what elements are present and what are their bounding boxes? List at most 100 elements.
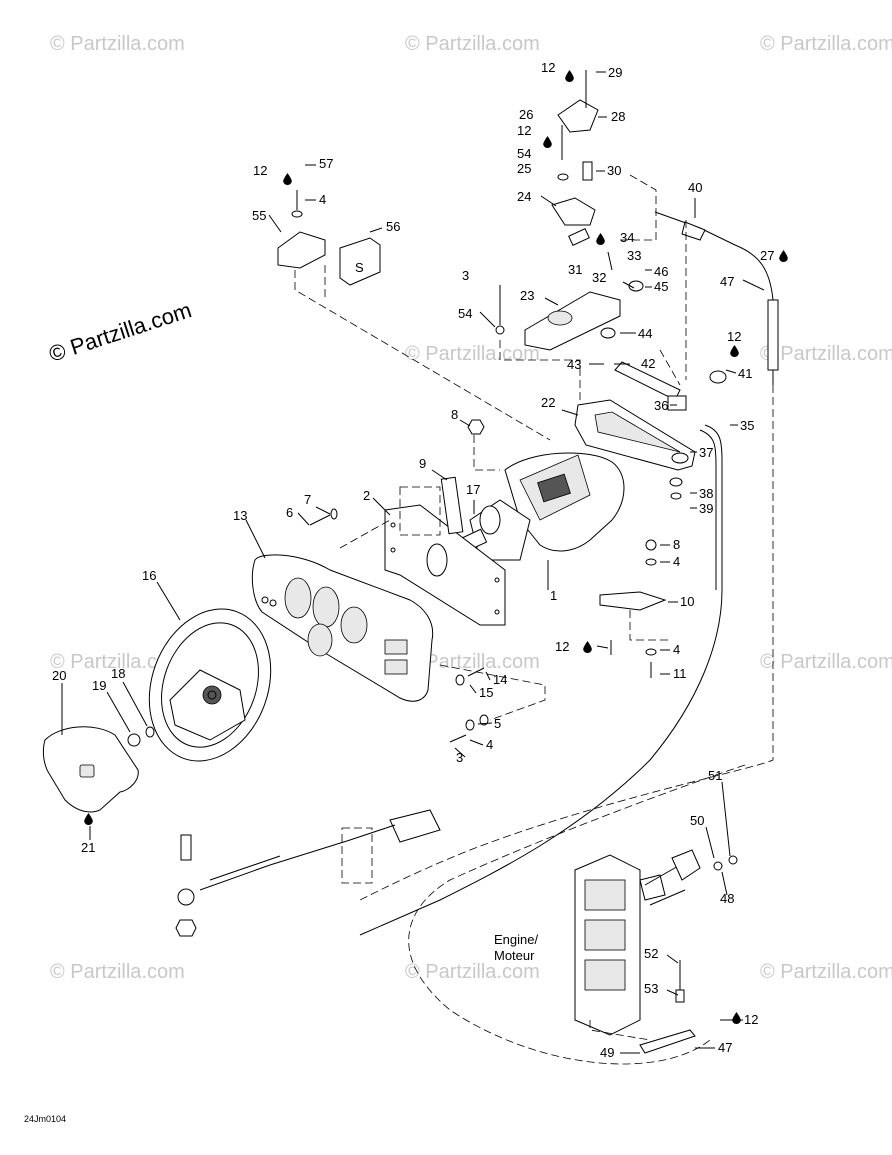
part-callout-52: 52 (644, 946, 658, 961)
part-callout-8: 8 (451, 407, 458, 422)
part-callout-14: 14 (493, 672, 507, 687)
part-callout-4: 4 (673, 554, 680, 569)
part-callout-4: 4 (486, 737, 493, 752)
part-callout-40: 40 (688, 180, 702, 195)
part-callout-17: 17 (466, 482, 480, 497)
part-callout-51: 51 (708, 768, 722, 783)
part-callout-41: 41 (738, 366, 752, 381)
part-callout-53: 53 (644, 981, 658, 996)
oil-drop-icon (730, 345, 739, 357)
oil-drop-icon (732, 1012, 741, 1024)
part-callout-47: 47 (718, 1040, 732, 1055)
engine-label: Engine/ (494, 932, 538, 947)
steering-cable (699, 429, 717, 590)
part-callout-44: 44 (638, 326, 652, 341)
part-callout-54: 54 (458, 306, 472, 321)
watermark: © Partzilla.com (50, 33, 185, 55)
part-callout-25: 25 (517, 161, 531, 176)
watermark: © Partzilla.com (760, 33, 892, 55)
part-callout-12: 12 (744, 1012, 758, 1027)
part-callout-12: 12 (253, 163, 267, 178)
part-callout-11: 11 (673, 666, 687, 681)
assembly-line (499, 340, 581, 400)
switch-bracket: S (277, 190, 381, 286)
part-callout-15: 15 (479, 685, 493, 700)
part-callout-12: 12 (541, 60, 555, 75)
part-callout-1: 1 (550, 588, 557, 603)
part-callout-39: 39 (699, 501, 713, 516)
nut (127, 733, 141, 747)
part-callout-37: 37 (699, 445, 713, 460)
part-callout-23: 23 (520, 288, 534, 303)
part-callout-50: 50 (690, 813, 704, 828)
part-callout-9: 9 (419, 456, 426, 471)
part-callout-19: 19 (92, 678, 106, 693)
part-callout-2: 2 (363, 488, 370, 503)
part-callout-57: 57 (319, 156, 333, 171)
assembly-line (659, 349, 681, 386)
steering-column (452, 452, 625, 561)
brand-watermark: © Partzilla.com (46, 297, 195, 367)
watermark: © Partzilla.com (405, 33, 540, 55)
part-callout-20: 20 (52, 668, 66, 683)
part-callout-33: 33 (627, 248, 641, 263)
cable-nut (709, 370, 727, 384)
part-callout-36: 36 (654, 398, 668, 413)
part-callout-47: 47 (720, 274, 734, 289)
part-callout-54: 54 (517, 146, 531, 161)
part-callout-48: 48 (720, 891, 734, 906)
cable-routing-line (359, 385, 774, 901)
part-callout-26: 26 (519, 107, 533, 122)
part-callout-8: 8 (673, 537, 680, 552)
mounting-plate (384, 486, 506, 626)
assembly-line (620, 174, 657, 241)
part-callout-35: 35 (740, 418, 754, 433)
assembly-line (629, 610, 670, 641)
part-callout-55: 55 (252, 208, 266, 223)
cable-support-plate (574, 399, 696, 471)
switch-mount-bracket (599, 591, 667, 611)
part-callout-29: 29 (608, 65, 622, 80)
oil-drop-icon (596, 233, 605, 245)
part-callout-13: 13 (233, 508, 247, 523)
oil-drop-icon (583, 641, 592, 653)
oil-drop-icon (84, 813, 93, 825)
cable-sheath (175, 809, 441, 937)
part-callout-31: 31 (568, 262, 582, 277)
part-callout-5: 5 (494, 716, 501, 731)
engine-block (574, 849, 738, 1054)
watermark: © Partzilla.com (405, 343, 540, 365)
cable-rod (614, 361, 681, 401)
cable-end-fitting (667, 395, 687, 411)
part-callout-18: 18 (111, 666, 125, 681)
part-callout-43: 43 (567, 357, 581, 372)
part-callout-32: 32 (592, 270, 606, 285)
watermark: © Partzilla.com (760, 343, 892, 365)
part-callout-21: 21 (81, 840, 95, 855)
assembly-line (339, 519, 391, 549)
oil-drop-icon (565, 70, 574, 82)
throttle-cable (654, 211, 779, 385)
steering-wheel (148, 608, 272, 762)
part-callout-4: 4 (673, 642, 680, 657)
diagram-code: 24Jm0104 (24, 1114, 66, 1124)
part-callout-3: 3 (456, 750, 463, 765)
part-callout-34: 34 (620, 230, 634, 245)
part-callout-22: 22 (541, 395, 555, 410)
part-callout-56: 56 (386, 219, 400, 234)
cable-bracket-assembly (495, 70, 644, 351)
watermark: © Partzilla.com (50, 651, 185, 673)
dashboard-panel (251, 554, 434, 702)
switch-s-letter: S (355, 260, 364, 275)
part-callout-49: 49 (600, 1045, 614, 1060)
part-callout-24: 24 (517, 189, 531, 204)
engine-label: Moteur (494, 948, 535, 963)
bracket (440, 476, 464, 535)
oil-drop-icon (283, 173, 292, 185)
watermark: © Partzilla.com (405, 651, 540, 673)
watermark: © Partzilla.com (50, 961, 185, 983)
washer (145, 726, 155, 738)
assembly-line (439, 664, 546, 721)
